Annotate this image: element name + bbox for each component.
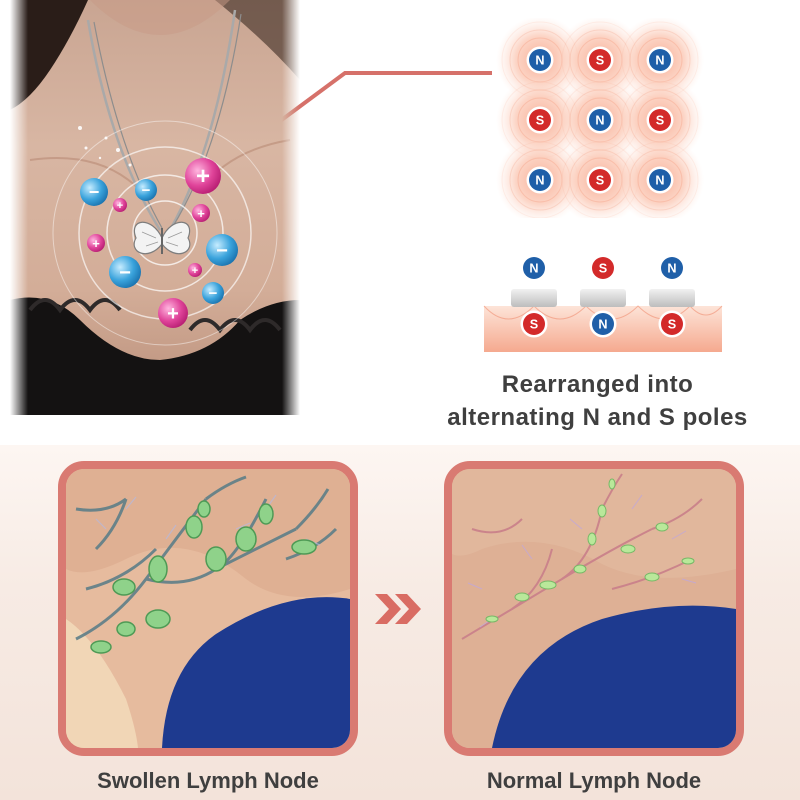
negative-ion-icon: − (135, 179, 157, 201)
south-pole-icon: S (646, 106, 674, 134)
svg-text:N: N (667, 262, 676, 276)
necklace-photo: + − − + + + − − + − + (10, 0, 300, 415)
south-pole-icon: S (586, 166, 614, 194)
pole-pairs-diagram: N S N S N S (478, 248, 728, 358)
svg-text:S: S (668, 318, 676, 332)
svg-text:−: − (119, 262, 131, 284)
north-pole-icon: N (586, 106, 614, 134)
svg-text:+: + (117, 200, 123, 212)
butterfly-pendant-icon (133, 221, 191, 255)
ion-particles: + − − + + + − − + − + (80, 158, 238, 328)
svg-text:S: S (656, 114, 664, 128)
north-pole-icon: N (526, 46, 554, 74)
svg-text:+: + (167, 303, 179, 325)
north-pole-icon: N (646, 46, 674, 74)
north-pole-icon: N (526, 166, 554, 194)
positive-ion-icon: + (158, 298, 188, 328)
south-pole-icon: S (520, 310, 548, 338)
positive-ion-icon: + (188, 263, 202, 277)
svg-text:N: N (595, 114, 604, 128)
south-pole-icon: S (586, 46, 614, 74)
south-pole-icon: S (526, 106, 554, 134)
north-pole-icon: N (658, 254, 686, 282)
svg-text:N: N (535, 174, 544, 188)
swollen-lymph-node-image (58, 461, 358, 756)
svg-text:N: N (598, 318, 607, 332)
svg-text:S: S (530, 318, 538, 332)
svg-text:+: + (196, 163, 210, 190)
svg-text:+: + (92, 236, 100, 251)
svg-text:+: + (192, 265, 198, 277)
svg-text:N: N (529, 262, 538, 276)
negative-ion-icon: − (109, 256, 141, 288)
magnet-grid: N S N S N S N S N (488, 18, 718, 218)
svg-text:S: S (599, 262, 607, 276)
pole-caption: Rearranged into alternating N and S pole… (395, 368, 800, 434)
north-pole-icon: N (646, 166, 674, 194)
normal-lymph-node-label: Normal Lymph Node (486, 768, 702, 793)
negative-ion-icon: − (202, 282, 224, 304)
caption-line-1: Rearranged into (501, 371, 694, 398)
svg-text:N: N (655, 54, 664, 68)
north-pole-icon: N (589, 310, 617, 338)
svg-text:S: S (536, 114, 544, 128)
swollen-lymph-node-label: Swollen Lymph Node (97, 768, 319, 793)
svg-text:N: N (535, 54, 544, 68)
positive-ion-icon: + (87, 234, 105, 252)
svg-text:S: S (596, 54, 604, 68)
south-pole-icon: S (658, 310, 686, 338)
positive-ion-icon: + (113, 198, 127, 212)
positive-ion-icon: + (192, 204, 210, 222)
svg-text:+: + (197, 206, 205, 221)
negative-ion-icon: − (80, 178, 108, 206)
svg-text:−: − (89, 182, 100, 202)
north-pole-icon: N (520, 254, 548, 282)
negative-ion-icon: − (206, 234, 238, 266)
double-chevron-right-icon (375, 594, 421, 624)
south-pole-icon: S (589, 254, 617, 282)
positive-ion-icon: + (185, 158, 221, 194)
svg-text:−: − (142, 182, 151, 199)
caption-line-2: alternating N and S poles (447, 404, 748, 431)
svg-text:−: − (216, 240, 228, 262)
normal-lymph-node-image (444, 461, 744, 756)
svg-text:S: S (596, 174, 604, 188)
svg-text:−: − (209, 285, 218, 302)
svg-text:N: N (655, 174, 664, 188)
